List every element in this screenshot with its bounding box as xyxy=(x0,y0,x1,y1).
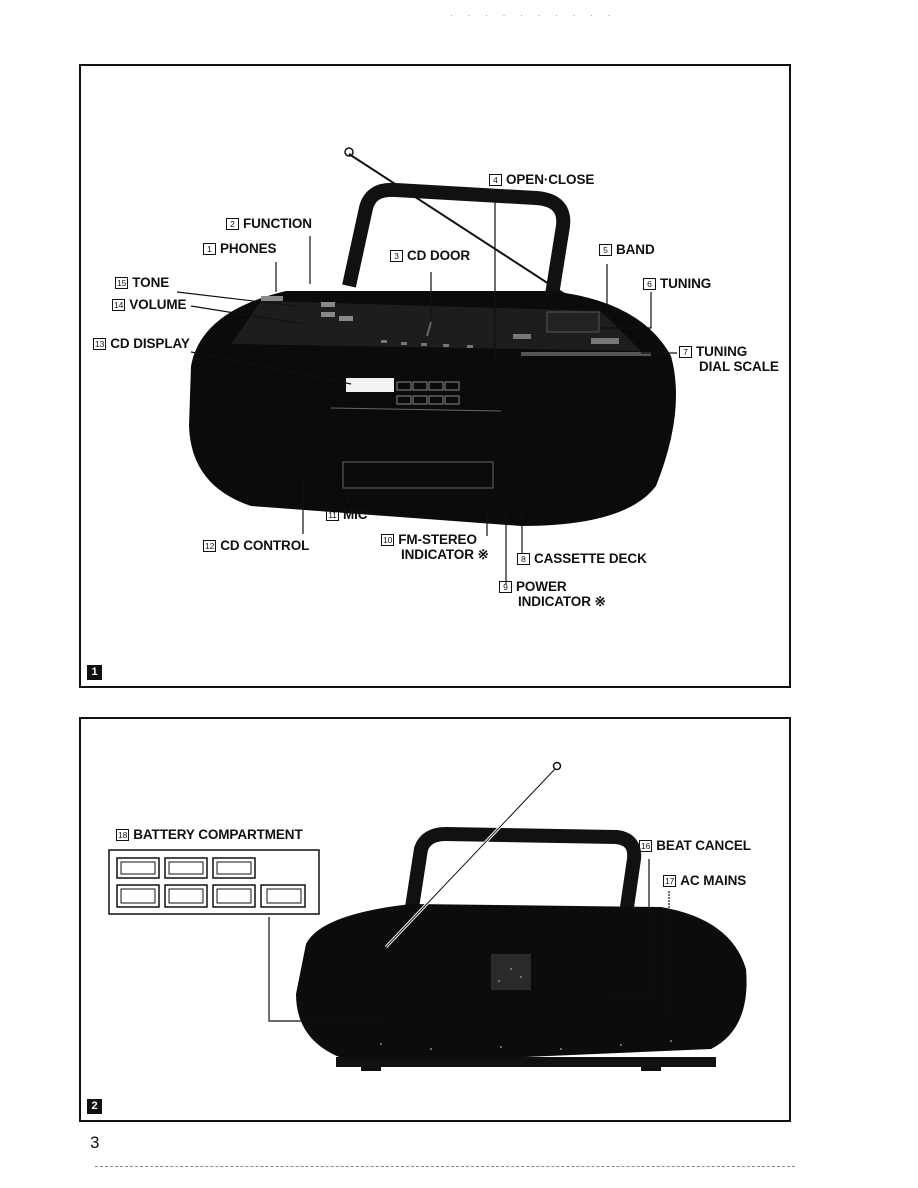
boombox-front-illustration xyxy=(176,147,677,584)
figure-number-badge: 1 xyxy=(87,665,102,680)
boombox-rear-illustration xyxy=(108,761,747,1071)
footer-scan-line xyxy=(95,1166,795,1168)
header-scan-marks: · · · · · · · · · · xyxy=(450,10,617,20)
page-number: 3 xyxy=(90,1133,100,1152)
figure-number-badge: 2 xyxy=(87,1099,102,1114)
